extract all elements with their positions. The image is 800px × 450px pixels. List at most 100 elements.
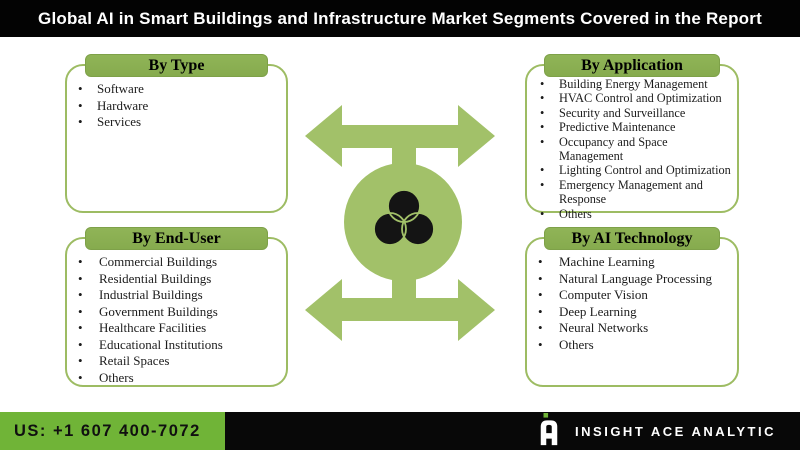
bullet-icon	[538, 254, 543, 271]
bullet-icon	[540, 106, 544, 120]
list-item: Emergency Management and Response	[527, 178, 733, 207]
segment-box-by-type: By Type Software Hardware Services	[65, 54, 288, 213]
bullet-icon	[78, 98, 83, 115]
segment-label: Services	[97, 114, 142, 129]
segment-list: Building Energy Management HVAC Control …	[527, 66, 737, 221]
segment-label: Hardware	[97, 97, 149, 113]
phone-number: US: +1 607 400-7072	[14, 421, 201, 440]
insight-ace-logo-icon	[540, 412, 558, 445]
segment-label: Lighting Control and Optimization	[559, 163, 731, 178]
title-bar: Global AI in Smart Buildings and Infrast…	[0, 0, 800, 37]
center-hub-graphic	[305, 105, 495, 341]
list-item: Hardware	[67, 98, 282, 115]
bullet-icon	[538, 271, 543, 288]
segment-box-by-application: By Application Building Energy Managemen…	[525, 54, 739, 221]
segment-box-by-ai-technology: By AI Technology Machine Learning Natura…	[525, 227, 739, 387]
bullet-icon	[540, 135, 544, 149]
segment-label: Building Energy Management	[559, 77, 708, 91]
segment-list: Machine Learning Natural Language Proces…	[527, 239, 737, 353]
segment-box-by-end-user: By End-User Commercial Buildings Residen…	[65, 227, 288, 387]
list-item: Lighting Control and Optimization	[527, 163, 733, 177]
segment-label: Educational Institutions	[99, 336, 223, 352]
segment-label: Government Buildings	[99, 303, 218, 319]
list-item: Others	[67, 370, 282, 387]
bullet-icon	[78, 320, 83, 337]
list-item: HVAC Control and Optimization	[527, 91, 733, 105]
segment-label: Others	[99, 369, 134, 385]
box-heading-by-application: By Application	[543, 54, 721, 77]
bullet-icon	[540, 77, 544, 91]
segment-list: Commercial Buildings Residential Buildin…	[67, 239, 286, 386]
bullet-icon	[78, 114, 83, 131]
segment-label: Security and Surveillance	[559, 105, 686, 120]
bullet-icon	[538, 287, 543, 304]
segment-label: Others	[559, 206, 592, 221]
list-item: Healthcare Facilities	[67, 320, 282, 337]
list-item: Neural Networks	[527, 320, 733, 337]
bullet-icon	[78, 287, 83, 304]
double-arrow-top-icon	[305, 105, 495, 167]
segment-label: Emergency Management and Response	[559, 177, 703, 207]
list-item: Government Buildings	[67, 304, 282, 321]
segment-label: Retail Spaces	[99, 353, 170, 368]
list-item: Services	[67, 114, 282, 131]
list-item: Retail Spaces	[67, 353, 282, 370]
segment-label: Others	[559, 336, 594, 352]
list-item: Software	[67, 81, 282, 98]
bullet-icon	[538, 304, 543, 321]
list-item: Building Energy Management	[527, 77, 733, 91]
segment-label: Natural Language Processing	[559, 270, 713, 286]
segment-label: Computer Vision	[559, 287, 648, 302]
bullet-icon	[78, 304, 83, 321]
segment-label: Neural Networks	[559, 320, 649, 335]
list-item: Deep Learning	[527, 304, 733, 321]
list-item: Security and Surveillance	[527, 106, 733, 120]
bullet-icon	[540, 163, 544, 177]
list-item: Residential Buildings	[67, 271, 282, 288]
list-item: Machine Learning	[527, 254, 733, 271]
list-item: Occupancy and Space Management	[527, 135, 733, 164]
double-arrow-bottom-icon	[305, 279, 495, 341]
bullet-icon	[540, 178, 544, 192]
segment-label: Occupancy and Space Management	[559, 134, 668, 164]
footer-bar: US: +1 607 400-7072 INSIGHT ACE ANALYTIC	[0, 412, 800, 450]
list-item: Natural Language Processing	[527, 271, 733, 288]
segment-label: Industrial Buildings	[99, 287, 203, 302]
bullet-icon	[540, 120, 544, 134]
bullet-icon	[540, 207, 544, 221]
bullet-icon	[78, 370, 83, 387]
bullet-icon	[78, 271, 83, 288]
box-heading-by-type: By Type	[84, 54, 269, 77]
bullet-icon	[538, 320, 543, 337]
segment-label: Predictive Maintenance	[559, 120, 676, 135]
bullet-icon	[78, 353, 83, 370]
list-item: Computer Vision	[527, 287, 733, 304]
brand-name: INSIGHT ACE ANALYTIC	[575, 423, 776, 439]
segment-label: Software	[97, 81, 144, 96]
list-item: Educational Institutions	[67, 337, 282, 354]
bullet-icon	[538, 337, 543, 354]
segment-label: HVAC Control and Optimization	[559, 91, 722, 106]
box-heading-by-ai-technology: By AI Technology	[543, 227, 721, 250]
logo-green-dot	[543, 412, 549, 418]
bullet-icon	[78, 81, 83, 98]
bullet-icon	[78, 254, 83, 271]
segment-list: Software Hardware Services	[67, 66, 286, 131]
segment-label: Deep Learning	[559, 303, 637, 319]
segment-label: Machine Learning	[559, 254, 655, 269]
list-item: Commercial Buildings	[67, 254, 282, 271]
segment-label: Commercial Buildings	[99, 254, 218, 269]
segment-label: Residential Buildings	[99, 270, 212, 286]
box-heading-by-end-user: By End-User	[84, 227, 269, 250]
brand-block: INSIGHT ACE ANALYTIC	[225, 412, 800, 450]
segment-label: Healthcare Facilities	[99, 320, 207, 335]
list-item: Industrial Buildings	[67, 287, 282, 304]
phone-badge: US: +1 607 400-7072	[0, 412, 225, 450]
venn-diagram-icon	[373, 189, 435, 246]
logo-a-glyph	[540, 419, 558, 445]
list-item: Others	[527, 207, 733, 221]
page-title: Global AI in Smart Buildings and Infrast…	[38, 8, 762, 28]
bullet-icon	[78, 337, 83, 354]
bullet-icon	[540, 91, 544, 105]
